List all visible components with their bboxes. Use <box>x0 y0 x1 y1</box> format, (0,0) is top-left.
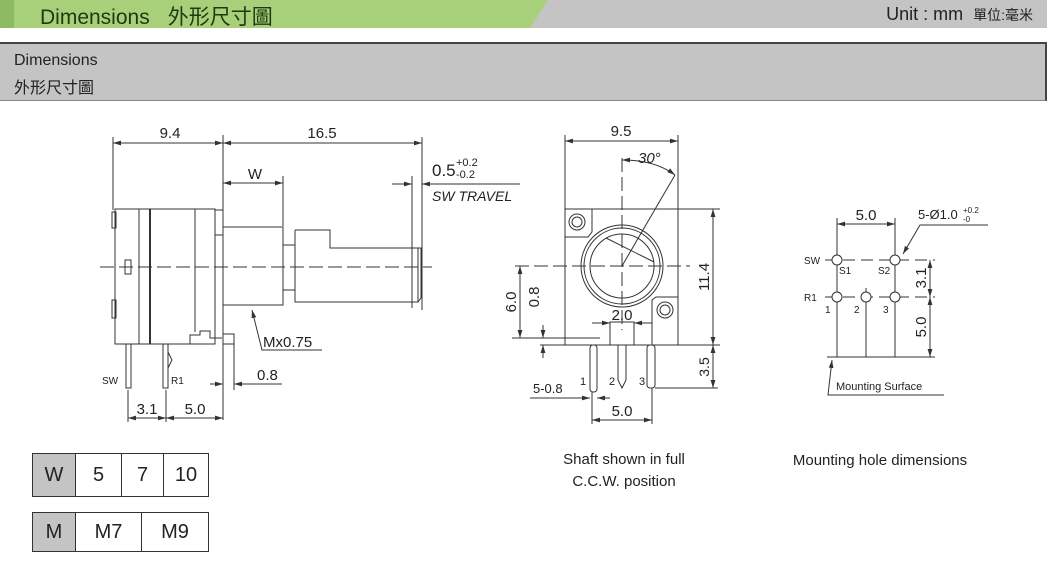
m-options-table: M M7 M9 <box>32 512 209 552</box>
pin-label-r1: R1 <box>171 376 184 387</box>
pin-label-sw: SW <box>102 376 119 387</box>
mount-dim-surface: 5.0 <box>913 317 930 338</box>
hole-3 <box>889 291 901 303</box>
unit-label: Unit : mm 單位:毫米 <box>886 4 1033 25</box>
hole-label-2: 2 <box>854 305 860 316</box>
m-table-header: M <box>32 512 76 552</box>
w-table-header: W <box>32 453 76 497</box>
dim-center: 6.0 <box>503 292 520 313</box>
unit-en: Unit : mm <box>886 4 964 24</box>
m-option: M7 <box>75 512 142 552</box>
banner-title: Dimensions 外形尺寸圖 <box>40 1 273 31</box>
dim-tab: 0.8 <box>257 367 278 384</box>
dim-offset: 0.8 <box>526 287 543 308</box>
dim-height: 11.4 <box>696 263 713 291</box>
unit-cn: 單位:毫米 <box>973 7 1033 23</box>
banner-title-en: Dimensions <box>40 6 150 29</box>
hole-label-s1: S1 <box>839 266 852 277</box>
dim-pin-length: 3.5 <box>696 357 712 377</box>
w-option: 5 <box>75 453 122 497</box>
caption-line-2: C.C.W. position <box>572 473 676 490</box>
hole-spec: 5-Ø1.0 <box>918 207 958 222</box>
dim-shaft-length: 16.5 <box>307 125 336 142</box>
hole-label-3: 3 <box>883 305 889 316</box>
hole-label-sw: SW <box>804 256 821 267</box>
side-view <box>100 135 520 422</box>
dim-travel-minus: -0.2 <box>456 169 475 181</box>
thread-label: Mx0.75 <box>263 334 312 351</box>
dim-travel-plus: +0.2 <box>456 157 478 169</box>
sw-travel-label: SW TRAVEL <box>432 188 512 204</box>
section-title-cn: 外形尺寸圖 <box>14 80 95 97</box>
section-header: Dimensions 外形尺寸圖 <box>0 42 1047 101</box>
dim-pin-r1-front: 5.0 <box>185 401 206 418</box>
dim-pin-width: 5-0.8 <box>533 381 563 396</box>
hole-label-1: 1 <box>825 305 831 316</box>
section-title-en: Dimensions <box>14 52 98 69</box>
mounting-hole-diagram <box>825 218 988 396</box>
dim-w: W <box>248 166 263 183</box>
pin-3-label: 3 <box>639 376 645 388</box>
front-view-caption: Shaft shown in full C.C.W. position <box>544 451 704 490</box>
hole-label-s2: S2 <box>878 266 891 277</box>
m-option: M9 <box>141 512 209 552</box>
w-option: 7 <box>121 453 164 497</box>
hole-s1 <box>831 254 843 266</box>
hole-2 <box>860 291 872 303</box>
pin-2-label: 2 <box>609 376 615 388</box>
banner-background <box>0 0 548 28</box>
caption-line-1: Shaft shown in full <box>563 451 685 468</box>
dim-body-length: 9.4 <box>160 125 181 142</box>
mount-dim-pitch: 5.0 <box>856 207 877 224</box>
dim-travel: 0.5 <box>432 161 456 180</box>
dim-pitch: 5.0 <box>612 403 633 420</box>
pin-1-label: 1 <box>580 376 586 388</box>
hole-spec-plus: +0.2 <box>963 206 979 215</box>
banner-title-cn: 外形尺寸圖 <box>167 6 273 29</box>
w-options-table: W 5 7 10 <box>32 453 209 497</box>
hole-1 <box>831 291 843 303</box>
title-banner: Dimensions 外形尺寸圖 Unit : mm 單位:毫米 <box>0 0 1047 31</box>
mounting-surface-label: Mounting Surface <box>836 381 922 393</box>
hole-s2 <box>889 254 901 266</box>
front-view <box>512 135 720 424</box>
dim-key: 2.0 <box>612 307 633 324</box>
w-option: 10 <box>163 453 209 497</box>
mounting-caption: Mounting hole dimensions <box>792 452 968 469</box>
dim-pin-sw-r1: 3.1 <box>137 401 158 418</box>
dim-width: 9.5 <box>611 123 632 140</box>
hole-spec-minus: -0 <box>963 215 971 224</box>
mount-dim-row: 3.1 <box>913 268 930 289</box>
angle-label: 30° <box>638 150 661 167</box>
hole-label-r1: R1 <box>804 293 817 304</box>
